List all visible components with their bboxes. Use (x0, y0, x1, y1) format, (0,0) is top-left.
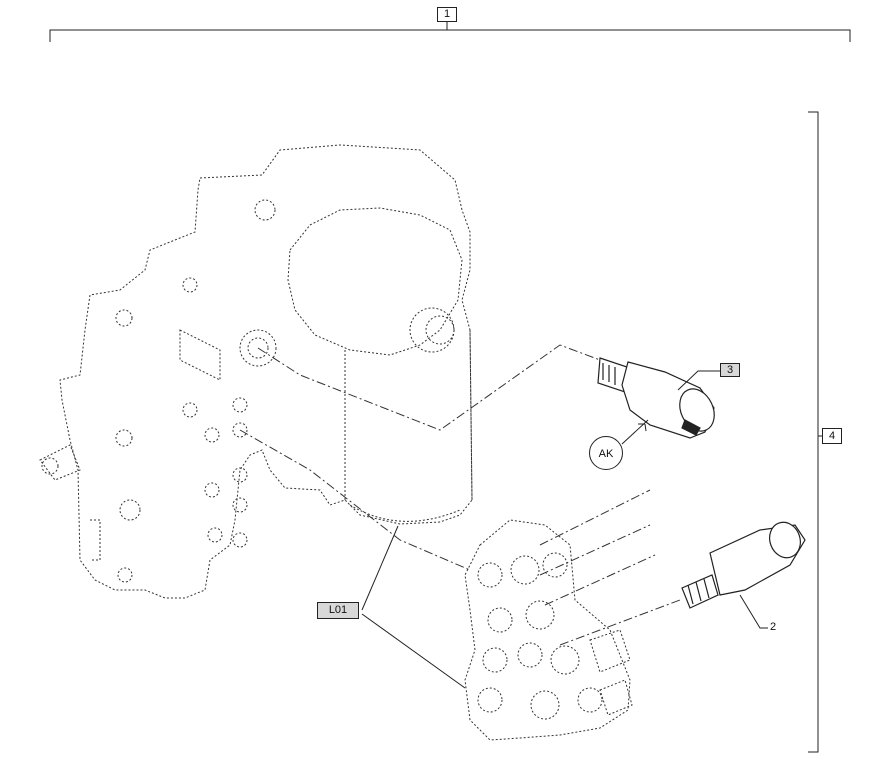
valve-block (464, 519, 633, 741)
valve-housing (39, 144, 473, 599)
solenoid-valve-b (681, 521, 806, 609)
callout-assembly-number: 1 (437, 7, 457, 22)
callout-solenoid-a-number: 3 (720, 363, 740, 377)
callout-valve-block-label: L01 (317, 602, 359, 619)
callout-leaders (361, 370, 768, 689)
callout-bracket-number: 4 (822, 428, 842, 444)
right-bracket (808, 111, 822, 753)
solenoid-valve-a (597, 357, 715, 439)
explode-lines (239, 344, 681, 646)
assembly-bracket (49, 22, 851, 42)
callout-circle-label: AK (589, 436, 623, 470)
callout-solenoid-b-number: 2 (770, 621, 777, 633)
